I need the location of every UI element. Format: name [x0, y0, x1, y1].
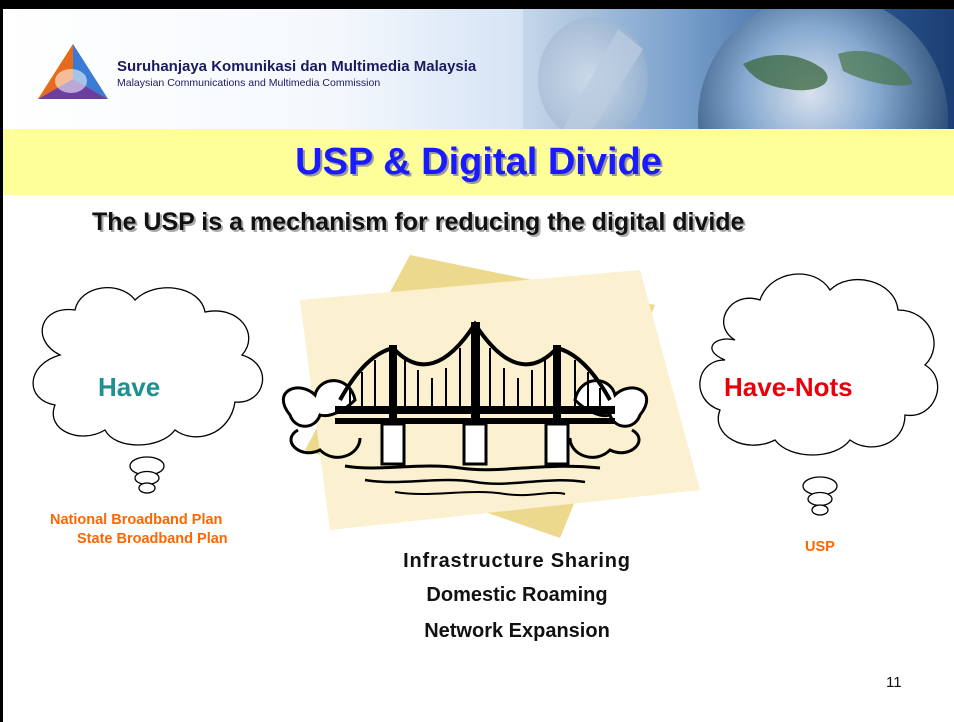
left-note-national-broadband-plan: National Broadband Plan	[50, 512, 223, 528]
left-border	[0, 0, 3, 722]
have-nots-thought-cloud-icon	[699, 273, 939, 516]
digital-divide-diagram	[32, 255, 939, 538]
have-thought-cloud-icon	[32, 287, 264, 494]
bridge-strategy-item: Domestic Roaming	[426, 584, 608, 606]
have-label: Have	[98, 372, 161, 402]
bridge-strategy-item: Network Expansion	[424, 620, 610, 642]
org-name-malay: Suruhanjaya Komunikasi dan Multimedia Ma…	[117, 58, 477, 75]
page-number: 11	[886, 674, 902, 691]
title-bar: USP & Digital Divide	[3, 129, 954, 195]
header-banner: Suruhanjaya Komunikasi dan Multimedia Ma…	[3, 9, 954, 129]
satellite-globe-banner-image	[523, 9, 954, 129]
left-note-state-broadband-plan: State Broadband Plan	[77, 531, 228, 547]
suspension-bridge-icon	[281, 320, 649, 497]
slide-title: USP & Digital Divide	[295, 141, 662, 183]
bridge-strategy-item: Infrastructure Sharing	[403, 550, 631, 572]
have-nots-label: Have-Nots	[724, 372, 853, 402]
top-border	[0, 0, 954, 9]
slide-subtitle: The USP is a mechanism for reducing the …	[92, 208, 745, 236]
right-note-usp: USP	[805, 539, 835, 555]
mcmc-logo-icon	[38, 44, 108, 99]
org-name-english: Malaysian Communications and Multimedia …	[117, 77, 381, 89]
